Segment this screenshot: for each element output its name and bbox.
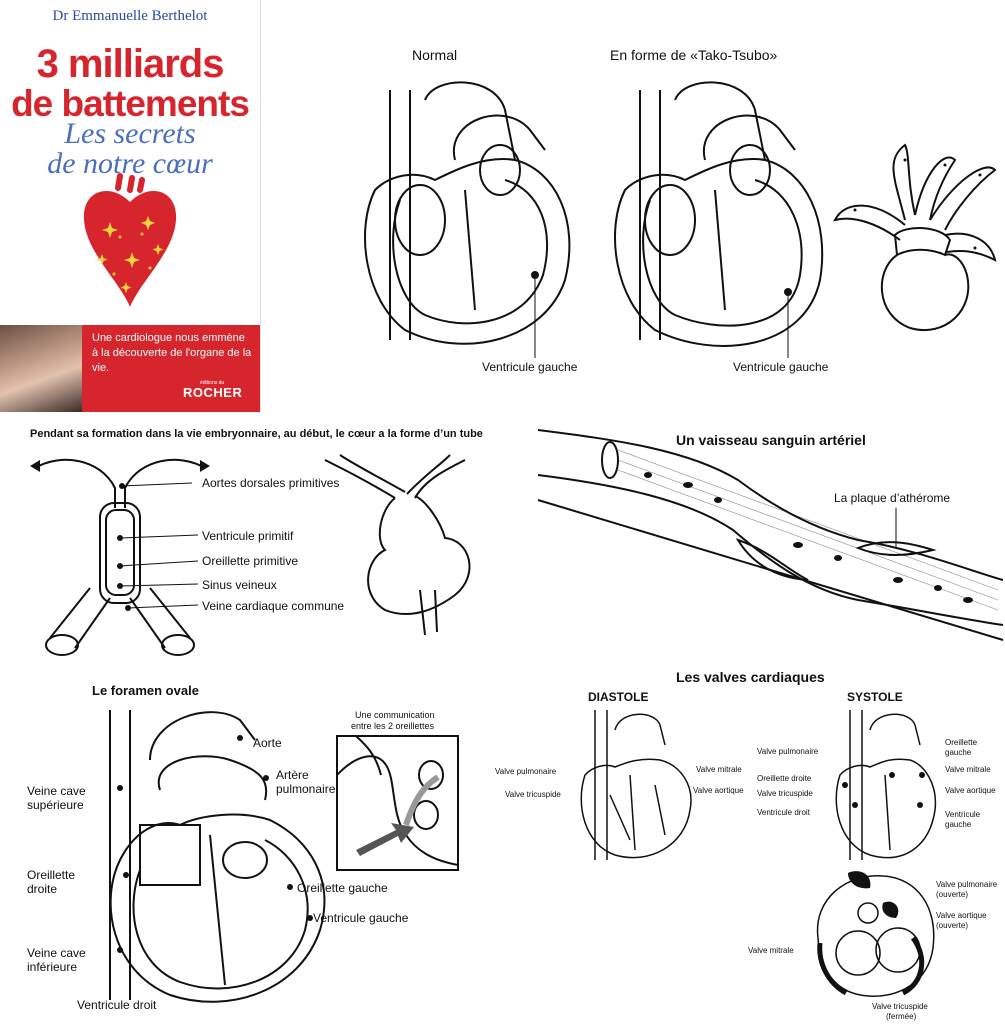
x-label-pulm-2: (ouverte)	[936, 890, 969, 899]
cover-subtitle-line2: de notre cœur	[47, 147, 213, 180]
label-og: Oreillette gauche	[297, 881, 388, 895]
d-label-pulm: Valve pulmonaire	[495, 767, 557, 776]
artery-illustration	[537, 429, 1004, 641]
s-label-og-2: gauche	[945, 748, 972, 757]
embryo-label-sinus: Sinus veineux	[202, 578, 277, 592]
foramen-heart-illustration	[109, 710, 326, 1003]
s-label-aort: Valve aortique	[945, 786, 996, 795]
s-label-mitr: Valve mitrale	[945, 765, 991, 774]
embryo-label-veine: Veine cardiaque commune	[202, 599, 345, 613]
cover-title-line2: de battements	[11, 83, 250, 124]
tako-tsubo-heart-illustration	[614, 81, 824, 358]
label-vcs-1: Veine cave	[27, 784, 86, 798]
x-label-tric-1: Valve tricuspide	[872, 1002, 928, 1011]
embryo-label-aortes: Aortes dorsales primitives	[202, 476, 340, 490]
label-vci-1: Veine cave	[27, 946, 86, 960]
label-vcs-2: supérieure	[27, 798, 84, 812]
s-label-tric: Valve tricuspide	[757, 789, 813, 798]
normal-heart-illustration	[364, 81, 571, 358]
embryo-looped-heart-illustration	[324, 454, 471, 636]
x-label-mitr: Valve mitrale	[748, 946, 794, 955]
diastole-heart-illustration	[580, 710, 692, 860]
x-label-aort-1: Valve aortique	[936, 911, 987, 920]
s-label-og-1: Oreillette	[945, 738, 978, 747]
s-label-vg-1: Ventricule	[945, 810, 981, 819]
x-label-tric-2: (fermée)	[886, 1012, 917, 1021]
cover-subtitle-line1: Les secrets	[64, 117, 196, 150]
book-cover: Dr Emmanuelle Berthelot 3 milliards de b…	[0, 0, 261, 412]
valves-title: Les valves cardiaques	[676, 669, 825, 685]
label-lv-normal: Ventricule gauche	[482, 360, 578, 374]
foramen-inset-illustration	[336, 735, 459, 871]
embryo-label-ventricule: Ventricule primitif	[202, 529, 294, 543]
cover-title-line1: 3 milliards	[36, 42, 225, 86]
publisher-prefix: éditions du	[200, 380, 225, 386]
label-vg: Ventricule gauche	[313, 911, 409, 925]
s-label-vd: Ventricule droit	[757, 808, 810, 817]
embryo-tube-heart-illustration	[30, 458, 210, 656]
label-aorte: Aorte	[253, 736, 282, 750]
label-lv-tako: Ventricule gauche	[733, 360, 829, 374]
label-systole: SYSTOLE	[847, 690, 903, 704]
embryo-label-oreillette: Oreillette primitive	[202, 554, 299, 568]
cover-author: Dr Emmanuelle Berthelot	[52, 8, 208, 24]
foramen-title: Le foramen ovale	[92, 683, 199, 698]
author-photo	[0, 325, 82, 412]
label-normal: Normal	[412, 47, 458, 63]
inset-caption-1: Une communication	[355, 710, 435, 720]
cover-band: Une cardiologue nous emmène à la découve…	[0, 325, 260, 412]
d-label-aort: Valve aortique	[693, 786, 744, 795]
d-label-mitr: Valve mitrale	[696, 765, 742, 774]
x-label-pulm-1: Valve pulmonaire	[936, 880, 998, 889]
publisher-name: ROCHER	[183, 385, 243, 400]
embryo-title: Pendant sa formation dans la vie embryon…	[30, 428, 483, 440]
tako-tsubo-pot-illustration	[833, 143, 997, 331]
label-diastole: DIASTOLE	[588, 690, 649, 704]
plaque-label: La plaque d’athérome	[834, 491, 951, 505]
label-tako-tsubo: En forme de «Tako-Tsubo»	[610, 47, 778, 63]
s-label-od: Oreillette droite	[757, 774, 812, 783]
label-od-1: Oreillette	[27, 868, 76, 882]
s-label-vg-2: gauche	[945, 820, 972, 829]
s-label-pulm: Valve pulmonaire	[757, 747, 819, 756]
d-label-tric: Valve tricuspide	[505, 790, 561, 799]
label-vci-2: inférieure	[27, 960, 78, 974]
cover-heart-illustration	[83, 173, 177, 307]
label-od-2: droite	[27, 882, 58, 896]
vessel-title: Un vaisseau sanguin artériel	[676, 432, 866, 448]
label-artere-2: pulmonaire	[276, 782, 336, 796]
valve-cross-section-illustration	[816, 871, 935, 997]
systole-heart-illustration	[835, 710, 937, 860]
label-artere-1: Artère	[276, 768, 309, 782]
label-vd: Ventricule droit	[77, 998, 157, 1012]
inset-caption-2: entre les 2 oreillettes	[351, 721, 435, 731]
x-label-aort-2: (ouverte)	[936, 921, 969, 930]
cover-tagline: Une cardiologue nous emmène à la découve…	[92, 332, 252, 374]
